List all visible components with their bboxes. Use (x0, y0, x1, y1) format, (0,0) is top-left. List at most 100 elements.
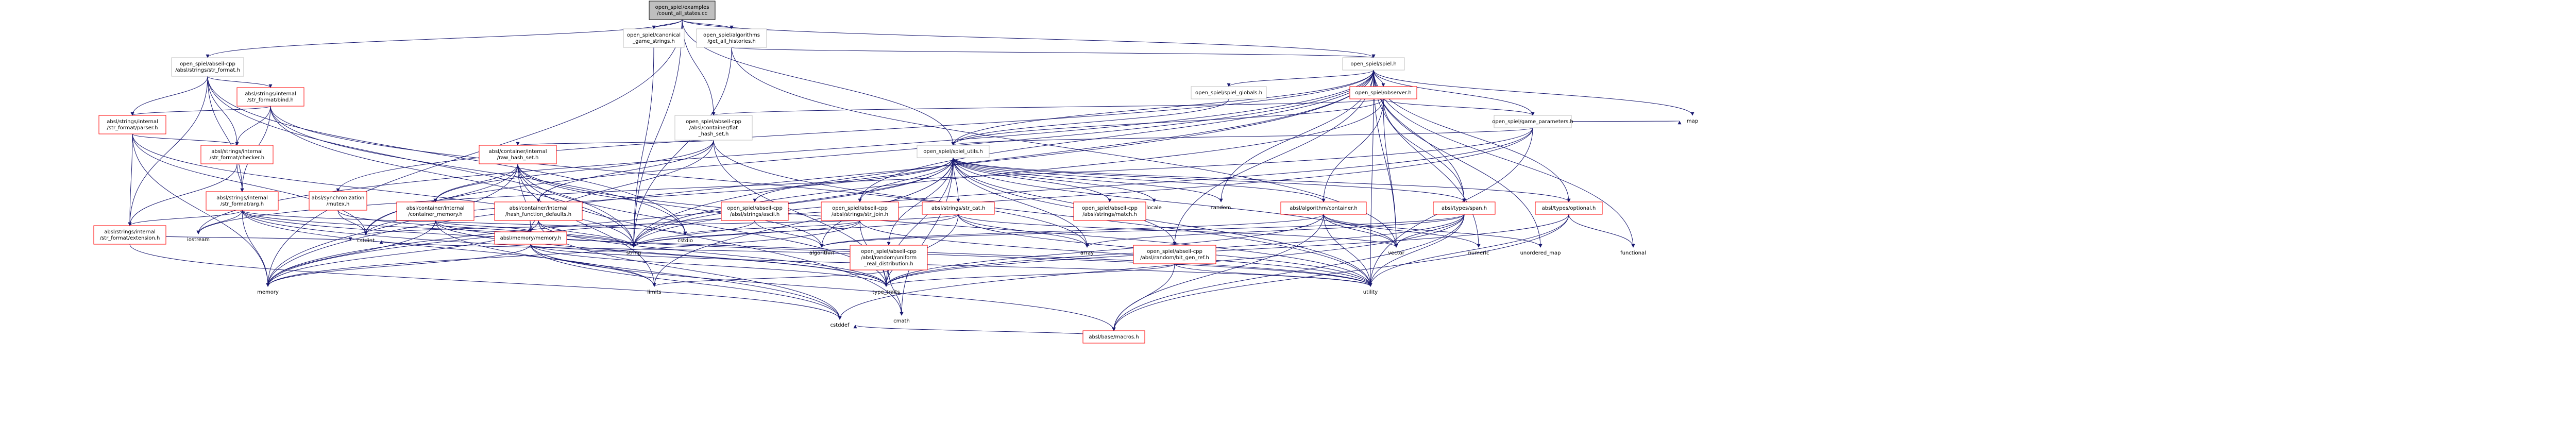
node-spiel_globals[interactable]: open_spiel/spiel_globals.h (1191, 86, 1267, 99)
node-arg[interactable]: absl/strings/internal/str_format/arg.h (206, 191, 279, 211)
node-label: absl/types/span.h (1442, 206, 1487, 211)
node-macros[interactable]: absl/base/macros.h (1082, 330, 1145, 344)
edge-str_cat-to-cstdint (364, 214, 959, 235)
node-optional[interactable]: absl/types/optional.h (1535, 201, 1603, 215)
edge-spiel_utils-to-uniform_real (887, 157, 954, 246)
node-str_format[interactable]: open_spiel/abseil-cpp/absl/strings/str_f… (171, 57, 244, 77)
node-canonical[interactable]: open_spiel/canonical_game_strings.h (623, 28, 685, 48)
node-alg_container[interactable]: absl/algorithm/container.h (1280, 201, 1367, 215)
node-label: open_spiel/abseil-cpp (1082, 206, 1138, 211)
node-label: open_spiel/abseil-cpp (861, 249, 917, 255)
edge-str_format-to-bind (207, 76, 273, 88)
node-box (1535, 201, 1603, 215)
node-label: map (1687, 118, 1698, 124)
edge-spiel_utils-to-span (953, 157, 1466, 202)
node-memory: memory (257, 290, 279, 295)
node-uniform_real[interactable]: open_spiel/abseil-cpp/absl/random/unifor… (850, 245, 928, 270)
node-label: /absl/strings/ascii.h (730, 212, 779, 217)
node-spiel[interactable]: open_spiel/spiel.h (1342, 57, 1405, 71)
edge-parser-to-cstdint (132, 133, 368, 235)
node-root[interactable]: open_spiel/examples/count_all_states.cc (649, 1, 716, 20)
node-array: array (1080, 250, 1094, 256)
node-absl_memory[interactable]: absl/memory/memory.h (494, 231, 567, 245)
node-str_cat[interactable]: absl/strings/str_cat.h (922, 201, 995, 215)
node-extension[interactable]: absl/strings/internal/str_format/extensi… (93, 225, 166, 245)
edge-bind-to-string (270, 106, 636, 248)
edge-str_format-to-arg (207, 76, 244, 192)
edge-bind-to-cstdio (270, 106, 687, 235)
node-label: /container_memory.h (408, 212, 463, 217)
edge-spiel_utils-to-str_join (858, 157, 954, 202)
node-bit_gen_ref[interactable]: open_spiel/abseil-cpp/absl/random/bit_ge… (1133, 245, 1216, 264)
node-numeric: numeric (1468, 250, 1489, 256)
node-label: absl/base/macros.h (1089, 334, 1139, 340)
node-label: open_spiel/abseil-cpp (180, 61, 235, 67)
node-box (674, 115, 753, 141)
node-box (1073, 201, 1146, 221)
node-label: memory (257, 290, 279, 295)
node-algorithm: algorithm (809, 250, 834, 256)
edge-spiel-to-bit_gen_ref (1173, 70, 1374, 246)
node-hash_defaults[interactable]: absl/container/internal/hash_function_de… (494, 201, 583, 221)
node-bind[interactable]: absl/strings/internal/str_format/bind.h (236, 87, 304, 107)
nodes-layer: open_spiel/examples/count_all_states.cco… (93, 1, 1698, 344)
node-label: absl/strings/internal (211, 149, 263, 155)
edge-span-to-utility (1368, 214, 1465, 287)
node-parser[interactable]: absl/strings/internal/str_format/parser.… (98, 115, 166, 134)
node-label: open_spiel/game_parameters.h (1492, 119, 1573, 125)
node-flat_hash_set[interactable]: open_spiel/abseil-cpp/absl/container/fla… (674, 115, 753, 141)
node-locale: locale (1146, 205, 1161, 211)
edge-alg_container-to-algorithm (820, 214, 1324, 248)
edge-spiel-to-mutex (336, 70, 1374, 192)
edge-checker-to-extension (128, 163, 238, 226)
edge-parser-to-extension (128, 133, 133, 226)
edge-raw_hash_set-to-absl_memory (517, 163, 533, 232)
edge-spiel_utils-to-cmath (900, 157, 954, 316)
node-box (850, 245, 928, 270)
node-get_all_hist[interactable]: open_spiel/algorithms/get_all_histories.… (696, 28, 767, 48)
node-mutex[interactable]: absl/synchronization/mutex.h (309, 191, 367, 211)
edge-spiel_utils-to-alg_container (953, 157, 1326, 202)
edge-root-to-str_format (206, 19, 683, 58)
node-ascii[interactable]: open_spiel/abseil-cpp/absl/strings/ascii… (721, 201, 789, 221)
node-label: _hash_set.h (698, 131, 729, 137)
edge-flat_hash_set-to-raw_hash_set (516, 140, 714, 146)
edge-alg_container-to-utility (1323, 214, 1372, 287)
node-label: _game_strings.h (632, 39, 675, 44)
node-label: open_spiel/abseil-cpp (1147, 249, 1202, 255)
node-match[interactable]: open_spiel/abseil-cpp/absl/strings/match… (1073, 201, 1146, 221)
node-limits: limits (647, 290, 661, 295)
node-box (821, 201, 899, 221)
edge-spiel_utils-to-memory (266, 157, 954, 287)
edge-ascii-to-algorithm (754, 220, 824, 248)
edge-arg-to-limits (242, 210, 656, 287)
node-game_parameters[interactable]: open_spiel/game_parameters.h (1492, 115, 1573, 128)
edge-optional-to-macros (1112, 214, 1569, 331)
node-spiel_utils[interactable]: open_spiel/spiel_utils.h (917, 145, 990, 158)
node-box (922, 201, 995, 215)
node-label: /get_all_histories.h (707, 39, 756, 44)
edge-spiel_utils-to-array (953, 157, 1089, 248)
node-string: string (626, 250, 641, 256)
node-raw_hash_set[interactable]: absl/container/internal/raw_hash_set.h (479, 145, 557, 164)
node-label: /absl/container/flat (689, 125, 738, 131)
node-box (1191, 86, 1267, 99)
node-label: type_traits (872, 290, 900, 295)
edge-observer-to-vector (1383, 98, 1398, 248)
edge-bind-to-array (270, 106, 1089, 248)
node-span[interactable]: absl/types/span.h (1433, 201, 1496, 215)
edge-observer-to-span (1383, 98, 1466, 202)
edge-uniform_real-to-limits (652, 269, 889, 287)
node-cmath: cmath (893, 318, 910, 324)
edge-str_format-to-checker (207, 76, 239, 146)
node-label: absl/container/internal (510, 206, 568, 211)
node-container_memory[interactable]: absl/container/internal/container_memory… (396, 201, 474, 221)
node-str_join[interactable]: open_spiel/abseil-cpp/absl/strings/str_j… (821, 201, 899, 221)
node-label: vector (1388, 250, 1405, 256)
node-checker[interactable]: absl/strings/internal/str_format/checker… (200, 145, 274, 164)
edge-spiel-to-spiel_utils (951, 70, 1374, 146)
node-observer[interactable]: open_spiel/observer.h (1349, 86, 1417, 99)
edge-str_join-to-utility (859, 220, 1372, 287)
edge-bind-to-checker (235, 106, 271, 146)
edge-spiel_utils-to-optional (953, 157, 1571, 202)
